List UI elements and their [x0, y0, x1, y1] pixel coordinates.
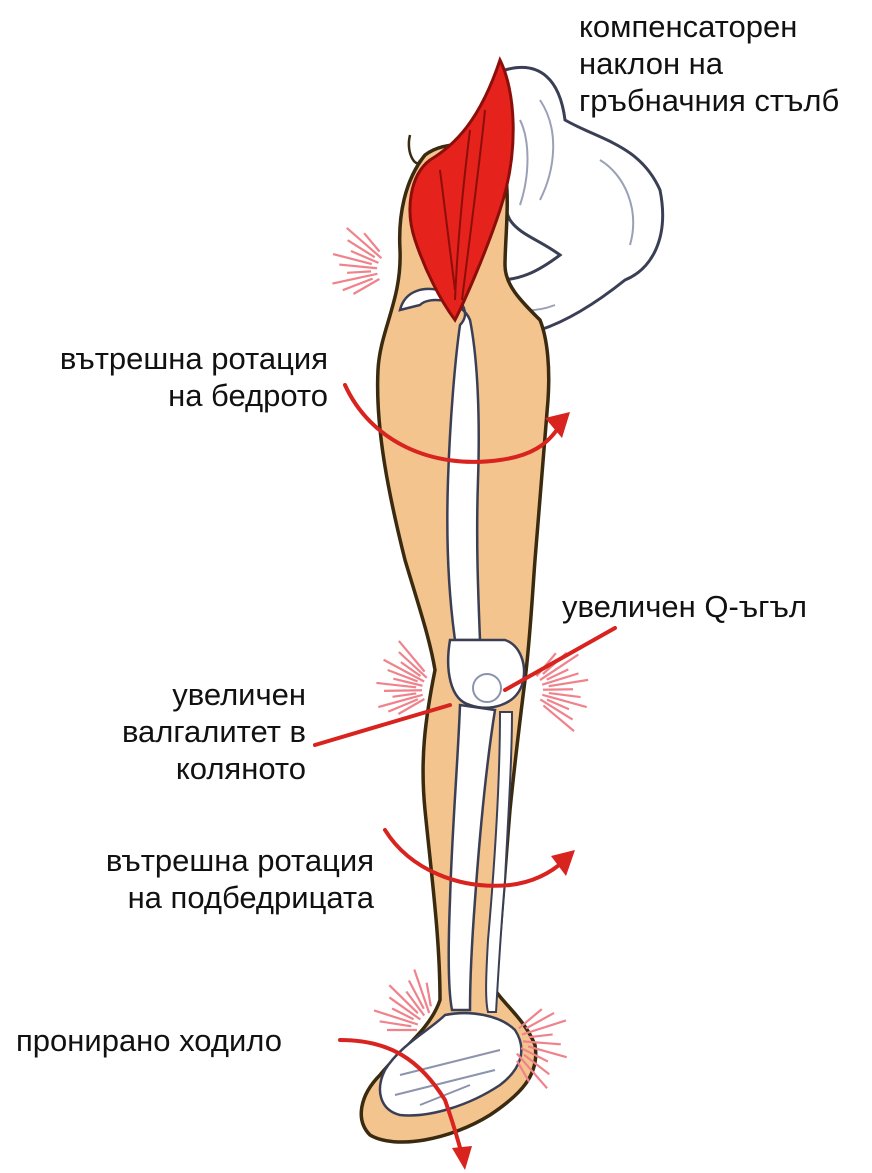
hip-left-pain-burst	[332, 228, 381, 294]
pain-ray	[427, 983, 431, 1007]
shin-arrow-head	[551, 850, 575, 876]
valgus-label: увеличен валгалитет в коляното	[122, 676, 306, 787]
spine-label-line-3: гръбначния стълб	[579, 82, 839, 119]
shin-rotation-line-2: на подбедрицата	[106, 879, 374, 916]
foot-text: пронирано ходило	[16, 1022, 282, 1059]
q-angle-label: увеличен Q-ъгъл	[562, 588, 807, 625]
foot-label: пронирано ходило	[16, 1022, 282, 1059]
valgus-line-2: валгалитет в	[122, 713, 306, 750]
pain-ray	[380, 1021, 412, 1026]
valgus-line-1: увеличен	[122, 676, 306, 713]
hip-arrow-head	[545, 412, 570, 438]
valgus-line-3: коляното	[122, 750, 306, 787]
knee-right-pain-burst	[537, 653, 589, 731]
hip-rotation-label: вътрешна ротация на бедрото	[60, 340, 328, 414]
shin-rotation-label: вътрешна ротация на подбедрицата	[106, 842, 374, 916]
spine-label-line-1: компенсаторен	[579, 8, 839, 45]
hip-rotation-line-1: вътрешна ротация	[60, 340, 328, 377]
pain-ray	[347, 271, 371, 272]
spine-label: компенсаторен наклон на гръбначния стълб	[579, 8, 839, 119]
q-angle-text: увеличен Q-ъгъл	[562, 588, 807, 625]
pain-ray	[529, 1034, 553, 1037]
pain-ray	[384, 690, 422, 691]
pain-ray	[339, 265, 377, 269]
spine-label-line-2: наклон на	[579, 45, 839, 82]
foot-left-pain-burst	[374, 969, 431, 1030]
hip-rotation-line-2: на бедрото	[60, 377, 328, 414]
knee-left-pain-burst	[376, 641, 426, 714]
pain-ray	[549, 693, 581, 697]
pain-ray	[333, 254, 372, 264]
foot-arrow-head	[452, 1146, 472, 1170]
shin-rotation-line-1: вътрешна ротация	[106, 842, 374, 879]
pain-ray	[392, 693, 416, 696]
